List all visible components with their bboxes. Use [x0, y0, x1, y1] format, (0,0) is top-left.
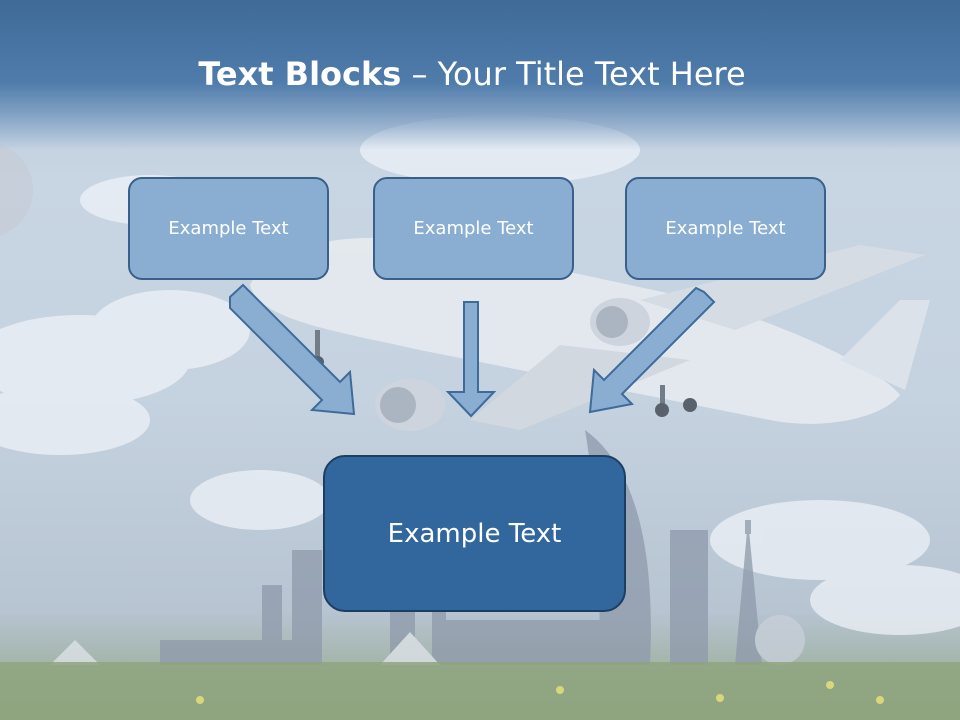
slide-title: Text Blocks – Your Title Text Here — [0, 52, 944, 96]
arrow-down-left-icon — [588, 286, 716, 414]
main-text-block-label: Example Text — [387, 518, 562, 549]
arrows — [229, 283, 716, 418]
text-block-2[interactable]: Example Text — [373, 177, 574, 280]
arrow-down-icon — [445, 301, 497, 418]
main-text-block[interactable]: Example Text — [323, 455, 626, 612]
planet-icon — [0, 144, 33, 236]
title-bold: Text Blocks — [198, 55, 402, 93]
text-block-label: Example Text — [413, 218, 534, 239]
text-block-1[interactable]: Example Text — [128, 177, 329, 280]
title-band — [0, 0, 960, 150]
arrow-down-right-icon — [229, 283, 356, 416]
grass — [0, 662, 960, 720]
text-block-label: Example Text — [665, 218, 786, 239]
title-rest: – Your Title Text Here — [401, 55, 746, 93]
text-block-3[interactable]: Example Text — [625, 177, 826, 280]
text-block-label: Example Text — [168, 218, 289, 239]
